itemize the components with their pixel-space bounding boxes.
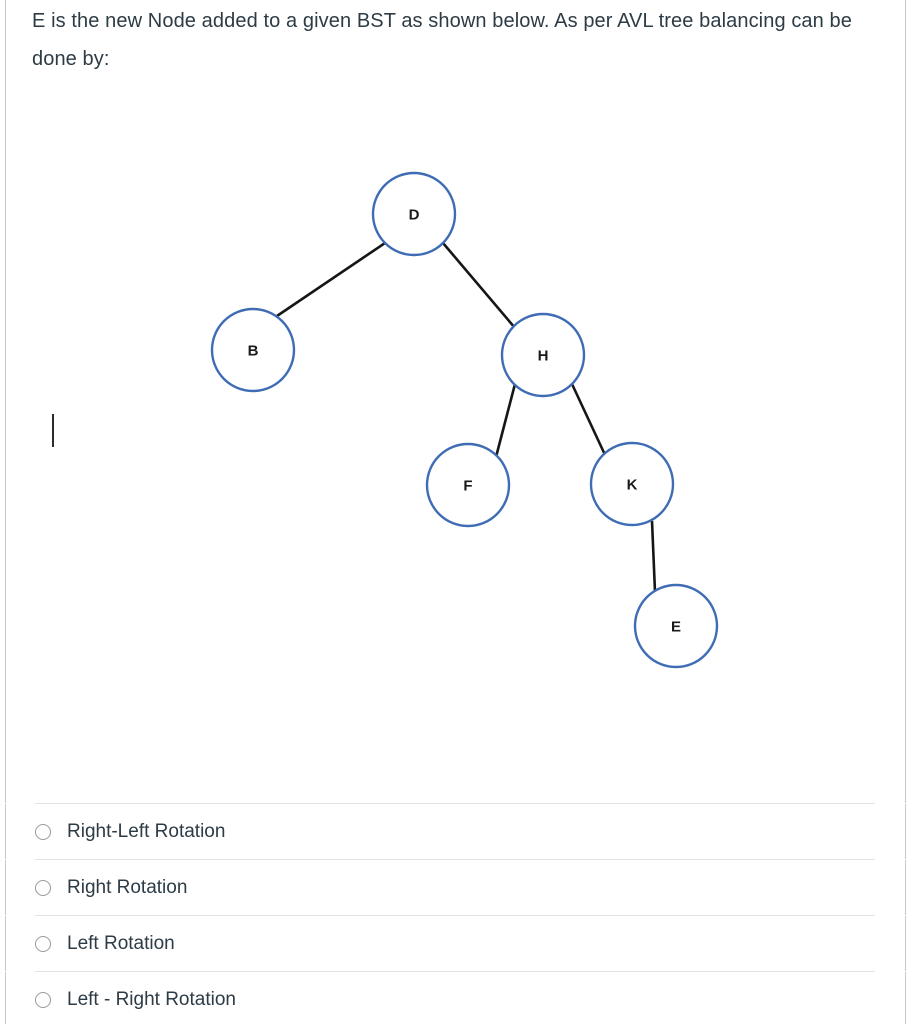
tree-node-b: B — [210, 307, 296, 393]
edge-d-h — [442, 242, 516, 329]
radio-button-right-rotation[interactable] — [35, 879, 51, 896]
question-stem: E is the new Node added to a given BST a… — [32, 10, 852, 70]
tree-node-d: D — [371, 171, 457, 257]
tree-node-f: F — [425, 442, 511, 528]
answer-options-list: Right-Left Rotation Right Rotation Left … — [0, 803, 923, 1027]
edge-h-f — [494, 383, 517, 458]
text-caret — [52, 414, 54, 447]
node-label-e: E — [671, 619, 681, 636]
tree-node-k: K — [589, 441, 675, 527]
node-circle-k — [589, 441, 675, 527]
tree-node-e: E — [633, 583, 719, 669]
bst-tree-figure: D B H F K E — [210, 171, 719, 669]
answer-option-right-left-rotation[interactable]: Right-Left Rotation — [0, 803, 923, 859]
answer-label-left-right-rotation: Left - Right Rotation — [67, 989, 236, 1010]
tree-edges — [273, 241, 657, 593]
edge-h-k — [570, 383, 608, 458]
content-frame-left-rule — [5, 0, 6, 1024]
answer-option-right-rotation[interactable]: Right Rotation — [0, 859, 923, 915]
node-label-k: K — [627, 477, 638, 494]
edge-k-e — [650, 520, 657, 593]
node-label-b: B — [248, 343, 259, 360]
radio-button-left-rotation[interactable] — [35, 935, 51, 952]
answer-option-left-right-rotation[interactable]: Left - Right Rotation — [0, 971, 923, 1027]
tree-nodes: D B H F K E — [210, 171, 719, 669]
node-circle-e — [633, 583, 719, 669]
node-circle-b — [210, 307, 296, 393]
node-label-d: D — [409, 207, 420, 224]
node-label-f: F — [463, 478, 472, 495]
tree-node-h: H — [500, 312, 586, 398]
node-circle-d — [371, 171, 457, 257]
content-frame-right-rule — [905, 0, 906, 1024]
node-label-h: H — [538, 348, 549, 365]
node-circle-f — [425, 442, 511, 528]
radio-button-right-left-rotation[interactable] — [35, 823, 51, 840]
node-circle-h — [500, 312, 586, 398]
answer-label-right-rotation: Right Rotation — [67, 877, 188, 898]
answer-label-right-left-rotation: Right-Left Rotation — [67, 821, 226, 842]
radio-button-left-right-rotation[interactable] — [35, 991, 51, 1008]
edge-d-b — [273, 241, 386, 320]
answer-label-left-rotation: Left Rotation — [67, 933, 175, 954]
answer-option-left-rotation[interactable]: Left Rotation — [0, 915, 923, 971]
